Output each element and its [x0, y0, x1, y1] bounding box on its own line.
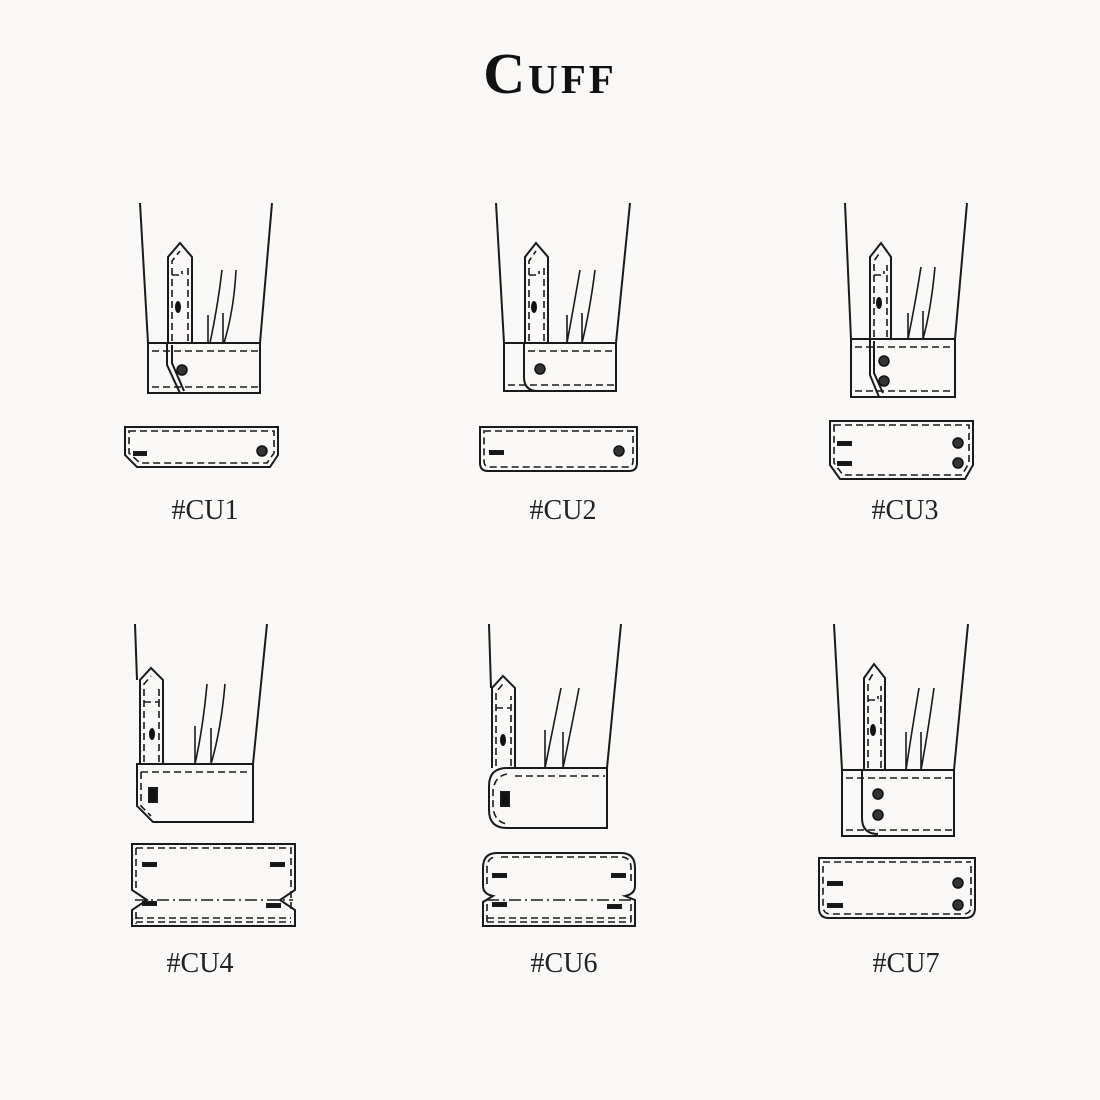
cuff-label-cu6: #CU6 — [530, 948, 598, 979]
cuff-cu4: #CU4 — [115, 618, 315, 998]
cuff-label-cu2: #CU2 — [529, 495, 597, 526]
cuff-cu7: ellipse #CU7 — [810, 618, 1010, 998]
cuff-cu6-drawing — [482, 623, 636, 927]
page-title: Cuff — [483, 41, 617, 106]
cuff-cu6: #CU6 — [465, 618, 665, 998]
cuff-cu7-drawing: ellipse — [818, 623, 976, 919]
cuff-label-cu1: #CU1 — [171, 495, 239, 526]
cuff-cu3-drawing — [829, 202, 974, 480]
cuff-label-cu4: #CU4 — [166, 948, 234, 979]
cuff-cu3: #CU3 — [815, 195, 1015, 575]
cuff-label-cu7: #CU7 — [872, 948, 940, 979]
cuff-cu2: #CU2 — [470, 195, 670, 575]
cuff-cu1-drawing — [124, 202, 279, 468]
cuff-label-cu3: #CU3 — [871, 495, 939, 526]
cuff-cu4-drawing — [131, 623, 296, 927]
cuff-cu1: #CU1 — [110, 195, 310, 575]
cuff-cu2-drawing — [479, 202, 638, 472]
